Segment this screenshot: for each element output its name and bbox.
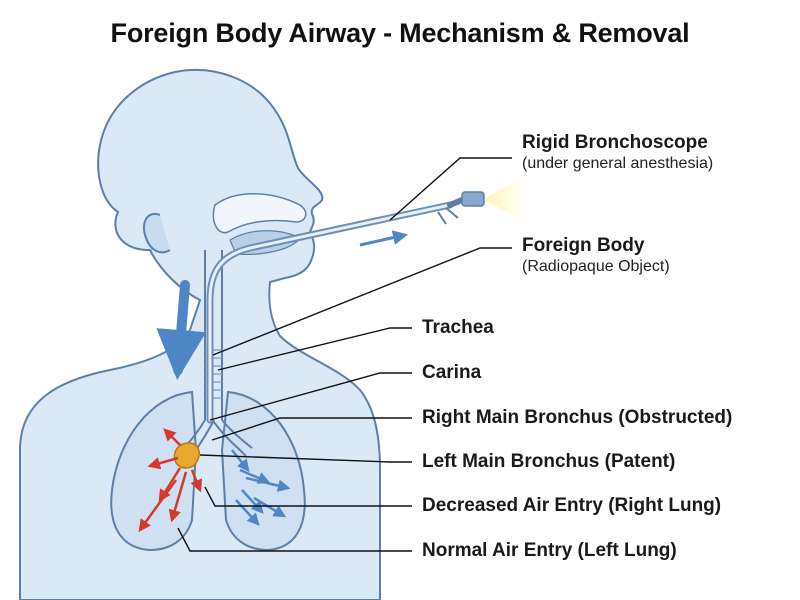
leader-rigid-bronchoscope [389, 157, 512, 221]
normal-air-arrows [231, 449, 291, 526]
left-main-bronchus [213, 419, 253, 457]
insertion-arrow [359, 230, 408, 247]
leader-left-main-bronchus [199, 454, 412, 463]
label-foreign-body: Foreign Body (Radiopaque Object) [522, 235, 670, 277]
oral-cavity [212, 193, 307, 234]
leader-right-main-bronchus [211, 417, 412, 441]
label-normal-air-entry-text: Normal Air Entry (Left Lung) [422, 540, 677, 561]
label-carina-text: Carina [422, 362, 482, 383]
label-normal-air-entry: Normal Air Entry (Left Lung) [422, 540, 677, 562]
leader-normal-air-entry [177, 527, 412, 552]
label-right-main-bronchus: Right Main Bronchus (Obstructed) [422, 407, 732, 429]
light-beam [484, 172, 530, 226]
ear [142, 212, 171, 254]
label-decreased-air-entry-text: Decreased Air Entry (Right Lung) [422, 495, 722, 516]
label-rigid-bronchoscope-sub: (under general anesthesia) [522, 155, 714, 172]
label-trachea-text: Trachea [422, 317, 494, 338]
leader-decreased-air-entry [204, 486, 412, 507]
bronchoscope-tube-inner [208, 203, 452, 422]
label-foreign-body-main: Foreign Body [522, 235, 645, 256]
label-left-main-bronchus: Left Main Bronchus (Patent) [422, 451, 675, 473]
label-carina: Carina [422, 362, 481, 384]
label-foreign-body-sub: (Radiopaque Object) [522, 258, 670, 275]
label-left-main-bronchus-text: Left Main Bronchus (Patent) [422, 451, 676, 472]
leader-lines [177, 157, 512, 552]
leader-foreign-body [212, 247, 512, 356]
foreign-body [173, 442, 200, 469]
leader-trachea [217, 327, 412, 371]
label-rigid-bronchoscope-main: Rigid Bronchoscope [522, 132, 708, 153]
leader-carina [209, 372, 412, 421]
bronchoscope-handle [437, 191, 485, 225]
inhalation-arrow [156, 280, 207, 380]
label-rigid-bronchoscope: Rigid Bronchoscope (under general anesth… [522, 132, 713, 174]
label-decreased-air-entry: Decreased Air Entry (Right Lung) [422, 495, 721, 517]
label-right-main-bronchus-text: Right Main Bronchus (Obstructed) [422, 407, 733, 428]
obstructed-air-arrows [138, 428, 203, 533]
label-trachea: Trachea [422, 317, 494, 339]
diagram-title: Foreign Body Airway - Mechanism & Remova… [110, 18, 690, 48]
body-silhouette [19, 68, 381, 600]
